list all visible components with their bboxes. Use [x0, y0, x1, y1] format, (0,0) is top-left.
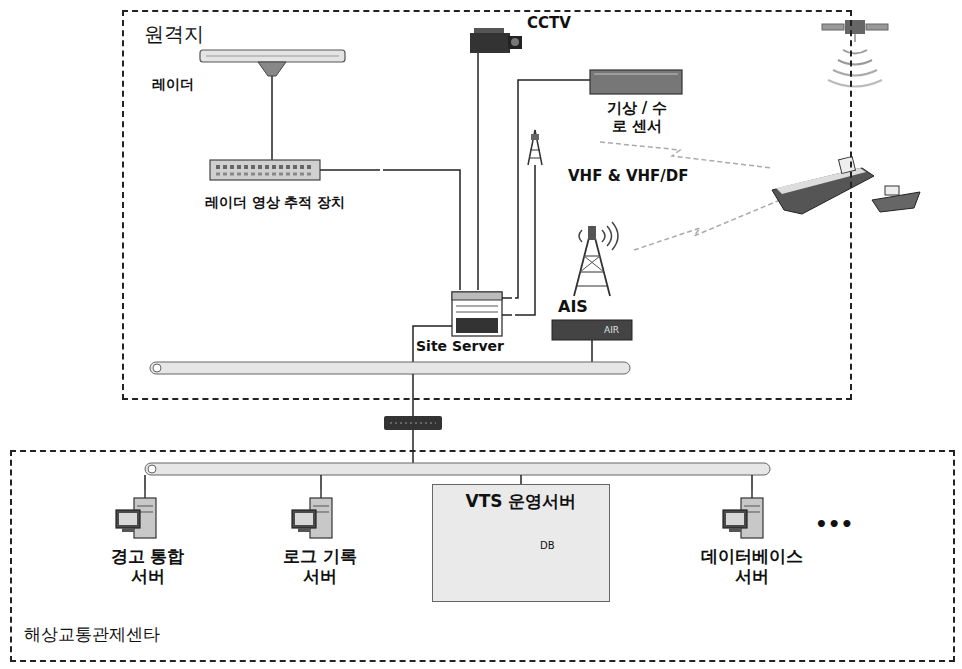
- node-label: VTS 운영서버: [433, 491, 609, 511]
- node-label: VHF & VHF/DF: [568, 167, 689, 185]
- server-unit: 데이터베이스 서버: [692, 490, 812, 602]
- server-unit: 경고 통합 서버: [95, 490, 200, 602]
- cctv-unit: CCTV: [462, 14, 577, 72]
- node-label: 기상 / 수로 센서: [601, 99, 673, 135]
- more-dots: •••: [815, 512, 853, 536]
- node-label: CCTV: [527, 14, 571, 32]
- db-label: DB: [540, 540, 555, 552]
- node-label: AIS: [558, 297, 588, 316]
- vts-server-box: VTS 운영서버 DB: [432, 484, 610, 602]
- vhf-unit: VHF & VHF/DF: [522, 125, 702, 190]
- node-label: 레이더: [152, 76, 194, 93]
- node-label: 로그 기록 서버: [275, 546, 365, 587]
- node-label: 데이터베이스 서버: [696, 546, 808, 587]
- signal-line: [383, 170, 460, 290]
- signal-line: [477, 72, 479, 290]
- server-unit: 로그 기록 서버: [260, 490, 380, 602]
- node-label: 해상교통관제센타: [24, 624, 160, 644]
- signal-line: [271, 100, 273, 150]
- node-label: 경고 통합 서버: [102, 546, 193, 587]
- radar-unit: 레이더: [150, 48, 350, 100]
- node-label: Site Server: [408, 338, 512, 355]
- remote-site-region: 원격지레이더 CCTV 기상 / 수로 센서 VHF & VHF/DF 레이더 영상 추…: [122, 10, 852, 400]
- site-server-unit: Site Server: [408, 290, 515, 360]
- node-label: 레이더 영상 추적 장치: [170, 194, 380, 211]
- signal-line: [515, 190, 535, 315]
- weather-sensor-unit: 기상 / 수로 센서: [585, 65, 690, 153]
- ais-unit: AIS: [548, 218, 643, 346]
- device-tag: AIR: [604, 325, 619, 336]
- control-center-region: 해상교통관제센타 경고 통합 서버 로그 기록 서버 VTS 운영서버 DB 데이터베이스…: [10, 450, 955, 662]
- radar-tracker-unit: 레이더 영상 추적 장치: [170, 150, 383, 225]
- node-label: 원격지: [144, 22, 204, 46]
- signal-line: [515, 80, 585, 298]
